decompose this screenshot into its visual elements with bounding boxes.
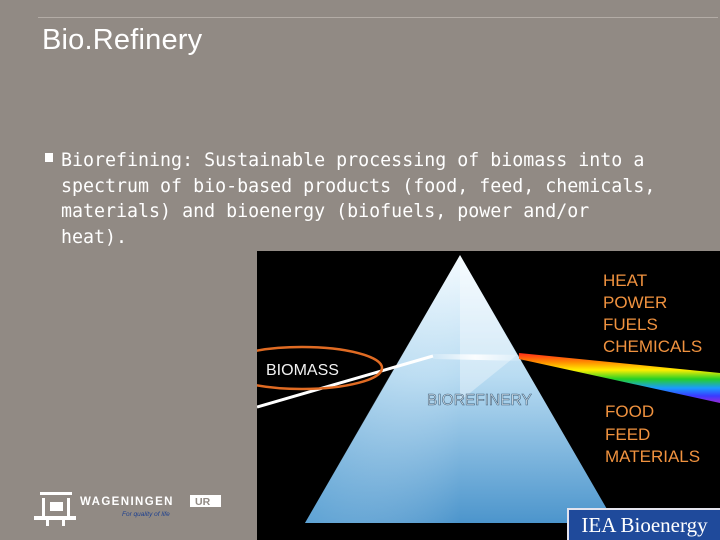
square-bullet-icon xyxy=(45,153,53,162)
output-fuels: FUELS xyxy=(603,315,658,334)
output-materials: MATERIALS xyxy=(605,447,700,466)
iea-bioenergy-logo: IEA Bioenergy xyxy=(567,508,720,540)
wageningen-emblem-icon xyxy=(34,492,76,526)
bullet-item: Biorefining: Sustainable processing of b… xyxy=(42,148,662,250)
prism-illustration: BIOMASS BIOREFINERY HEAT POWER FUELS CHE… xyxy=(257,255,720,523)
biomass-highlight-ring xyxy=(257,345,384,391)
output-heat: HEAT xyxy=(603,271,647,290)
output-food: FOOD xyxy=(605,402,654,421)
material-output-list: FOOD FEED MATERIALS xyxy=(605,402,700,466)
internal-light-beam xyxy=(433,354,527,361)
biomass-label: BIOMASS xyxy=(266,362,339,379)
wageningen-suffix: UR xyxy=(195,496,211,508)
wageningen-logo: WAGENINGEN UR For quality of life xyxy=(30,490,225,530)
biorefinery-label: BIOREFINERY xyxy=(427,392,532,409)
output-feed: FEED xyxy=(605,425,650,444)
output-chemicals: CHEMICALS xyxy=(603,337,702,356)
slide-title: Bio.Refinery xyxy=(42,24,203,56)
bullet-text: Biorefining: Sustainable processing of b… xyxy=(61,150,656,248)
incoming-light-beam xyxy=(257,354,434,409)
energy-output-list: HEAT POWER FUELS CHEMICALS xyxy=(603,271,702,356)
spectrum-rays xyxy=(519,353,720,403)
output-power: POWER xyxy=(603,293,667,312)
wageningen-tagline: For quality of life xyxy=(122,511,170,518)
prism-highlight xyxy=(460,255,517,401)
biorefinery-diagram: BIOMASS BIOREFINERY HEAT POWER FUELS CHE… xyxy=(257,251,720,540)
wageningen-name: WAGENINGEN xyxy=(80,496,174,508)
prism-shade xyxy=(305,255,460,523)
top-rule xyxy=(38,17,718,18)
wageningen-ur-box xyxy=(190,495,221,507)
